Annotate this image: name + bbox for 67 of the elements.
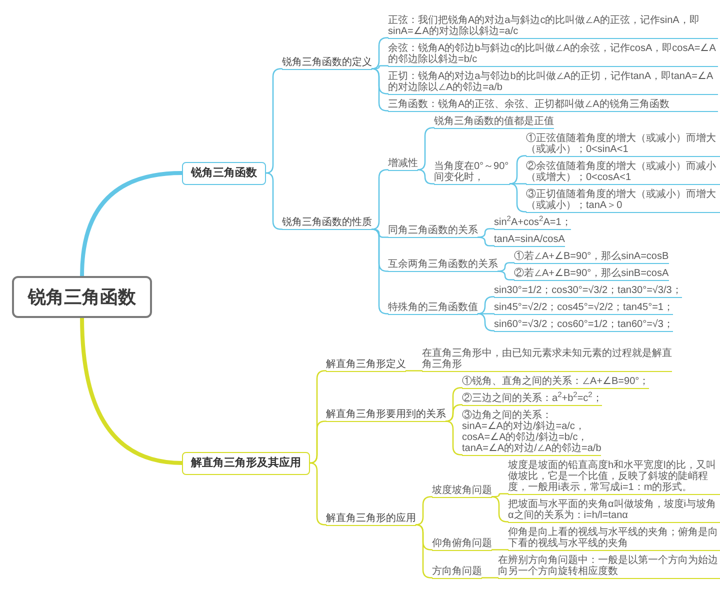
branch-connector [491, 549, 509, 550]
underlined-topic: 解直角三角形定义 [326, 358, 406, 372]
main-branch-curve [80, 316, 184, 465]
underlined-topic: ②三边之间的关系：a$^{2}$+b$^{2}$=c$^{2}$； [462, 392, 602, 406]
branch-connector [309, 462, 327, 526]
underlined-topic: 余弦：锐角A的邻边b与斜边c的比叫做∠A的余弦，记作cosA，即cosA=∠A的邻边除以斜边=b/c [388, 42, 718, 66]
underlined-topic: 解直角三角形的应用 [326, 512, 416, 526]
underlined-topic: 方向角问题 [432, 566, 482, 578]
underlined-topic: ②若∠A+∠B=90°，那么sinB=cosA [514, 268, 669, 280]
underlined-topic: 当角度在0°～90°间变化时， [434, 160, 510, 184]
central-topic-box [12, 276, 152, 318]
topic-text-line: tanA=∠A的对边/∠A的邻边=a/b [462, 442, 602, 454]
underlined-topic: ①锐角、直角之间的关系：∠A+∠B=90°； [462, 376, 650, 388]
underlined-topic: ②余弦值随着角度的增大（或减小）而减小（或增大）；0<cosA<1 [526, 160, 720, 184]
underlined-topic: 正弦：我们把锐角A的对边a与斜边c的比叫做∠A的正弦，记作sinA，即sinA=∠A的对边除以斜边=a/c [388, 14, 718, 38]
underlined-topic: 把坡面与水平面的夹角α叫做坡角，坡度i与坡角α之间的关系为：i=h/l=tanα [508, 498, 720, 522]
underlined-topic: sin45°=√2/2；cos45°=√2/2；tan45°=1； [494, 302, 674, 314]
branch-connector [477, 313, 495, 332]
underlined-topic: 坡度是坡面的铅直高度h和水平宽度l的比，又叫做坡比，它是一个比值，反映了斜坡的陡峭程度，一般用i表示，常写成i=1：m的形式。 [508, 460, 720, 494]
underlined-topic: 锐角三角函数的性质 [282, 217, 372, 230]
underlined-topic: 特殊角的三角函数值 [388, 302, 478, 314]
topic-text-line: sinA=∠A的对边/斜边=a/c， [462, 420, 586, 432]
main-topic-title: 解直角三角形及其应用 [191, 456, 301, 470]
underlined-topic: sin$^{2}$A+cos$^{2}$A=1； [494, 216, 572, 230]
branch-connector [497, 270, 515, 280]
underlined-topic: 正切：锐角A的对边a与邻边b的比叫做∠A的正切，记作tanA，即tanA=∠A的对边除以∠A的邻边=a/b [388, 70, 718, 94]
branch-connector [371, 68, 389, 112]
underlined-topic: 增减性 [388, 158, 418, 170]
main-topic-title: 锐角三角函数 [191, 166, 257, 180]
underlined-topic: ③正切值随着角度的增大（或减小）而增大（或减小）；tanA＞0 [526, 188, 720, 212]
underlined-topic: 同角三角函数的关系 [388, 225, 478, 238]
underlined-topic: ①若∠A+∠B=90°，那么sinA=cosB [514, 250, 669, 264]
underlined-topic: 在辨别方向角问题中：一般是以第一个方向为始边向另一个方向旋转相应度数 [498, 554, 720, 578]
underlined-topic: sin30°=1/2；cos30°=√3/2；tan30°=√3/3； [494, 284, 682, 298]
topic-text-line: cosA=∠A的邻边/斜边=b/c， [462, 432, 589, 442]
branch-connector [371, 65, 389, 70]
branch-connector [417, 169, 435, 184]
branch-connector [477, 313, 495, 314]
branch-connector [481, 577, 499, 578]
central-topic-title: 锐角三角函数 [28, 286, 136, 308]
underlined-topic: sin60°=√3/2；cos60°=1/2；tan60°=√3； [494, 318, 674, 332]
branch-connector [491, 493, 509, 498]
branch-connector [265, 68, 283, 174]
underlined-topic: 仰角是向上看的视线与水平线的夹角；俯角是向下看的视线与水平线的夹角 [508, 526, 720, 550]
main-topic-box [182, 452, 310, 474]
main-topic-box [182, 162, 266, 184]
underlined-topic: 三角函数：锐角A的正弦、余弦、正切都叫做∠A的锐角三角函数 [388, 98, 718, 112]
branch-connector [445, 404, 463, 422]
branch-connector [371, 228, 389, 238]
underlined-topic [462, 410, 602, 456]
underlined-topic: 坡度坡角问题 [432, 484, 492, 498]
underlined-topic: 仰角俯角问题 [432, 538, 492, 550]
underlined-topic: tanA=sinA/cosA [494, 234, 565, 246]
branch-connector [265, 172, 283, 230]
branch-connector [405, 370, 423, 372]
underlined-topic: 锐角三角函数的定义 [282, 56, 372, 70]
underlined-topic: 锐角三角函数的值都是正值 [434, 116, 554, 128]
main-branch-curve [80, 171, 184, 278]
topic-text-line: ③边角之间的关系： [462, 410, 553, 420]
branch-connector [415, 496, 433, 526]
underlined-topic: 互余两角三角函数的关系 [388, 259, 498, 272]
branch-connector [309, 420, 327, 464]
branch-connector [477, 236, 495, 246]
underlined-topic: 在直角三角形中，由已知元素求未知元素的过程就是解直角三角形 [422, 348, 672, 372]
branch-connector [509, 183, 527, 184]
underlined-topic: ①正弦值随着角度的增大（或减小）而增大（或减小）；0<sinA<1 [526, 132, 720, 156]
underlined-topic: 解直角三角形要用到的关系 [326, 409, 446, 422]
